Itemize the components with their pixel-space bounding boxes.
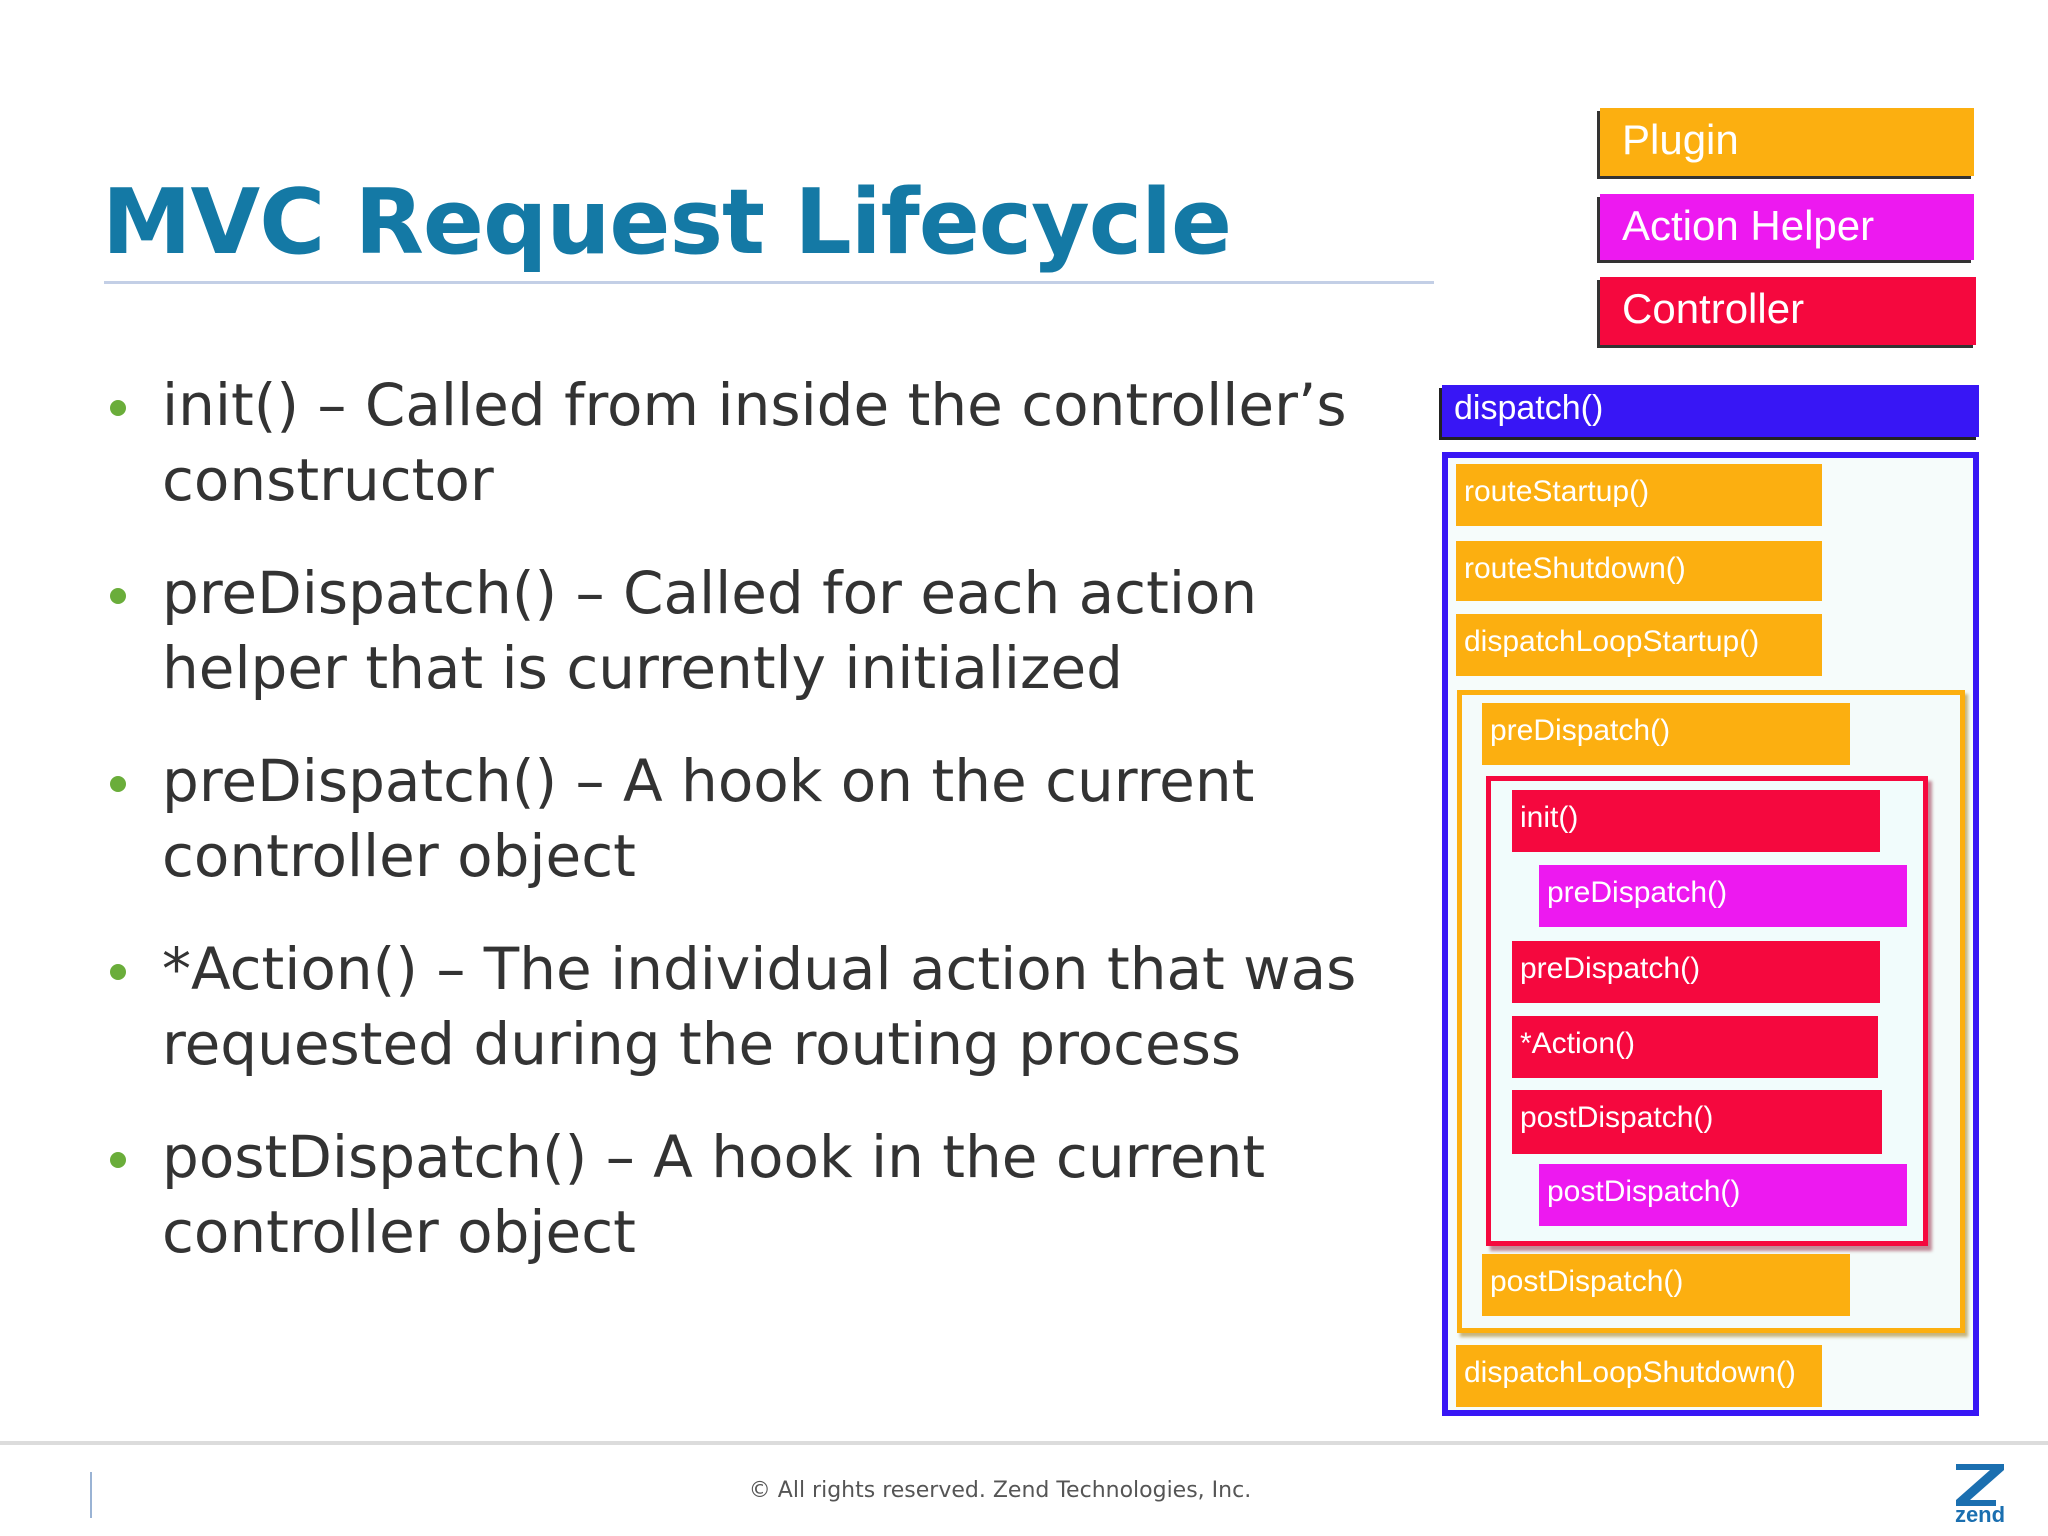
bullet-dot-icon <box>110 776 126 792</box>
bullet-line: init() – Called from inside the controll… <box>162 371 1347 439</box>
bullet-item: *Action() – The individual action that w… <box>108 932 1408 1082</box>
zend-logo-text: zend <box>1954 1502 2006 1527</box>
bullet-item: preDispatch() – Called for each action h… <box>108 556 1408 706</box>
bullet-dot-icon <box>110 400 126 416</box>
bullet-dot-icon <box>110 588 126 604</box>
slide-title: MVC Request Lifecycle <box>102 170 1232 275</box>
bullet-item: postDispatch() – A hook in the current c… <box>108 1120 1408 1270</box>
dispatch-loop-shutdown-box: dispatchLoopShutdown() <box>1456 1345 1822 1407</box>
bullet-line: requested during the routing process <box>162 1010 1242 1078</box>
bullet-dot-icon <box>110 1152 126 1168</box>
helper-pre-dispatch-box: preDispatch() <box>1539 865 1907 927</box>
bullet-line: constructor <box>162 446 494 514</box>
bullet-line: controller object <box>162 822 636 890</box>
footer-divider <box>0 1441 2048 1445</box>
legend-plugin: Plugin <box>1600 108 1974 176</box>
bullet-line: postDispatch() – A hook in the current <box>162 1123 1266 1191</box>
controller-action-box: *Action() <box>1512 1016 1878 1078</box>
helper-post-dispatch-box: postDispatch() <box>1539 1164 1907 1226</box>
legend-action-helper: Action Helper <box>1600 194 1974 260</box>
bullet-list: init() – Called from inside the controll… <box>108 368 1408 1308</box>
bullet-line: preDispatch() – A hook on the current <box>162 747 1255 815</box>
bullet-item: init() – Called from inside the controll… <box>108 368 1408 518</box>
dispatch-loop-startup-box: dispatchLoopStartup() <box>1456 614 1822 676</box>
route-shutdown-box: routeShutdown() <box>1456 541 1822 601</box>
footer-tick <box>90 1472 92 1518</box>
bullet-line: helper that is currently initialized <box>162 634 1123 702</box>
legend-controller: Controller <box>1600 277 1976 345</box>
title-underline <box>104 281 1434 284</box>
controller-pre-dispatch-box: preDispatch() <box>1512 941 1880 1003</box>
route-startup-box: routeStartup() <box>1456 464 1822 526</box>
bullet-dot-icon <box>110 964 126 980</box>
dispatch-bar: dispatch() <box>1442 385 1979 437</box>
plugin-post-dispatch-box: postDispatch() <box>1482 1254 1850 1316</box>
zend-logo-icon <box>1956 1464 2004 1506</box>
plugin-pre-dispatch-box: preDispatch() <box>1482 703 1850 765</box>
bullet-line: preDispatch() – Called for each action <box>162 559 1258 627</box>
bullet-line: *Action() – The individual action that w… <box>162 935 1357 1003</box>
controller-post-dispatch-box: postDispatch() <box>1512 1090 1882 1154</box>
bullet-item: preDispatch() – A hook on the current co… <box>108 744 1408 894</box>
controller-init-box: init() <box>1512 790 1880 852</box>
bullet-line: controller object <box>162 1198 636 1266</box>
copyright-text: © All rights reserved. Zend Technologies… <box>748 1478 1252 1503</box>
